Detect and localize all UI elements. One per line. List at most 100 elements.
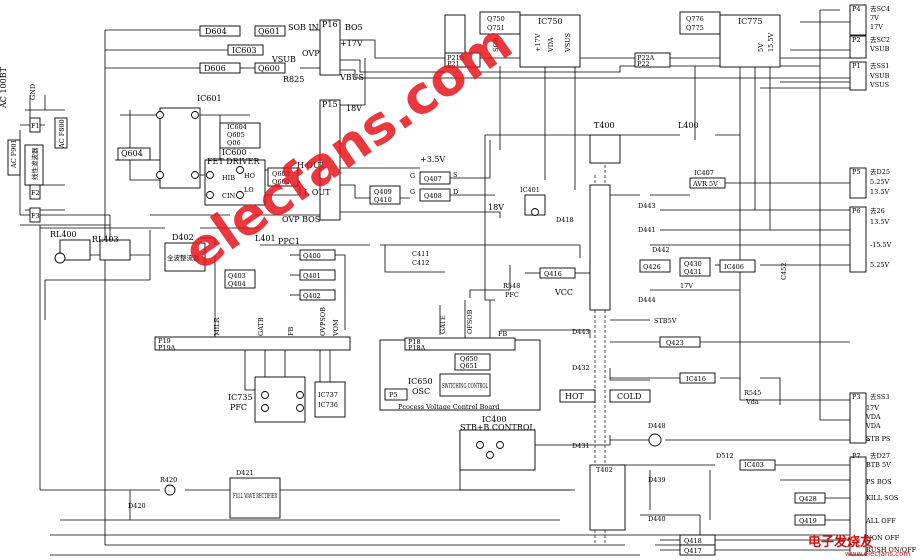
- p21-label: P21: [447, 60, 460, 68]
- d439-label: D439: [648, 476, 666, 484]
- q407-box: [419, 171, 451, 185]
- d432-label: D432: [572, 364, 590, 372]
- vda-pin-label: VDA: [547, 37, 555, 53]
- stb5v-label: STB5V: [654, 317, 677, 325]
- d448-label: D448: [648, 422, 666, 430]
- ic603-label: IC603: [232, 46, 257, 55]
- q408-label: Q408: [424, 192, 442, 200]
- vsus-pin-label: VSUS: [564, 33, 572, 53]
- 18v-label: 18V: [346, 104, 362, 113]
- q419-box: [794, 514, 826, 526]
- q430-label: Q430: [684, 260, 702, 268]
- f800-box: [54, 117, 68, 149]
- to-26-label: 去26: [870, 206, 885, 215]
- ic406-box: [719, 259, 756, 273]
- g2-label: G: [410, 188, 415, 196]
- p15-label: P15: [322, 100, 338, 109]
- hib-label: HIB: [222, 174, 235, 182]
- d604-box: [199, 25, 241, 37]
- non-off-label: NON OFF: [866, 534, 900, 542]
- gatb-label: GATB: [257, 317, 265, 336]
- q601-label: Q601: [258, 27, 280, 36]
- p21a-label: P21A: [447, 54, 465, 62]
- rl403-relay: [99, 239, 131, 261]
- p21-connector: [444, 52, 481, 68]
- kill-sos-label: KILL SOS: [866, 494, 898, 502]
- q410-label: Q410: [374, 196, 392, 204]
- t400-label: T400: [594, 121, 615, 130]
- p7-connector: [849, 456, 867, 556]
- q605-label: Q605: [227, 131, 245, 139]
- 17v-label: 17V: [870, 23, 883, 31]
- l400-label: L400: [678, 121, 699, 130]
- to-ss1-label: 去SS1: [870, 61, 889, 70]
- p18-connector: [404, 337, 516, 351]
- to-d27-label: 去D27: [870, 451, 890, 460]
- q430-box: [679, 257, 711, 277]
- stb-ps-label: STB PS: [866, 435, 890, 443]
- 5-25v-label: 5.25V: [870, 178, 889, 186]
- q602-label: Q602: [272, 178, 290, 186]
- d420-label: D420: [128, 502, 146, 510]
- vsub-label: VSUB: [271, 55, 296, 64]
- to-ss3-label: 去SS3: [870, 392, 889, 401]
- q407-label: Q407: [424, 175, 442, 183]
- d444-label: D444: [638, 296, 656, 304]
- q06-label: Q06: [227, 139, 241, 147]
- p2-connector: [849, 35, 867, 59]
- ho-label: HO: [244, 172, 255, 180]
- d512-label: D512: [716, 452, 734, 460]
- switching-control-label: SWITCHING CONTROL: [442, 382, 488, 390]
- d421-label: D421: [236, 469, 254, 477]
- ic603-box: [227, 44, 264, 56]
- q603-label: Q603: [272, 170, 290, 178]
- ic604-label: IC604: [227, 123, 247, 131]
- d440-label: D440: [648, 515, 666, 523]
- ic737-label: IC737: [318, 391, 338, 399]
- q401-box: [299, 269, 336, 281]
- q750-label: Q750: [487, 15, 505, 23]
- t400-box: [589, 134, 621, 164]
- lo-label: LO: [244, 186, 254, 194]
- ac-f800-label: AC F800: [58, 119, 66, 149]
- d442-label: D442: [652, 246, 670, 254]
- q419-label: Q419: [799, 517, 817, 525]
- ic735-box: [254, 376, 306, 423]
- ac-fuse-label: AC F901: [10, 139, 18, 169]
- ic736-label: IC736: [318, 401, 338, 409]
- q403-label: Q403: [228, 272, 246, 280]
- milr-label: MILR: [213, 316, 221, 336]
- q603-box: [267, 167, 299, 187]
- q650-box: [454, 353, 491, 371]
- ic416-box: [679, 372, 716, 384]
- ic775-box: [719, 14, 781, 68]
- vda-4-label: VDA: [865, 422, 881, 430]
- p15-connector: [319, 99, 341, 221]
- to-sc4-label: 去SC4: [870, 4, 890, 13]
- full-wave-label: FULL WAVE RECTIFIER: [233, 492, 278, 500]
- d1-label: D: [453, 188, 458, 196]
- p19-connector: [154, 336, 351, 351]
- q423-label: Q423: [666, 339, 684, 347]
- fb-label: FB: [287, 326, 295, 336]
- r545-label: R545: [744, 389, 761, 397]
- d431-label: D431: [572, 442, 590, 450]
- ofsob-label: OFSOB: [466, 309, 474, 334]
- q409-label: Q409: [374, 188, 392, 196]
- vcc-label: VCC: [554, 288, 573, 297]
- f3-box: [29, 207, 41, 223]
- hot-label-box: [559, 389, 596, 403]
- ic750-label: IC750: [538, 17, 563, 26]
- ic604-box: [219, 122, 261, 149]
- d606-label: D606: [204, 64, 226, 73]
- p5b-label: P5: [389, 391, 398, 399]
- gnd-label: GND: [29, 84, 37, 100]
- bo5-label: BO5: [345, 23, 363, 32]
- q428-label: Q428: [799, 495, 817, 503]
- s-label: S: [453, 171, 457, 179]
- vsub-3-label: VSUB: [869, 72, 890, 80]
- 5-25v-b-label: 5.25V: [870, 261, 889, 269]
- vsus-label: VSUS: [869, 81, 889, 89]
- ppc1-label: PPC1: [278, 237, 300, 246]
- d421-full-wave-rectifier: [229, 477, 281, 519]
